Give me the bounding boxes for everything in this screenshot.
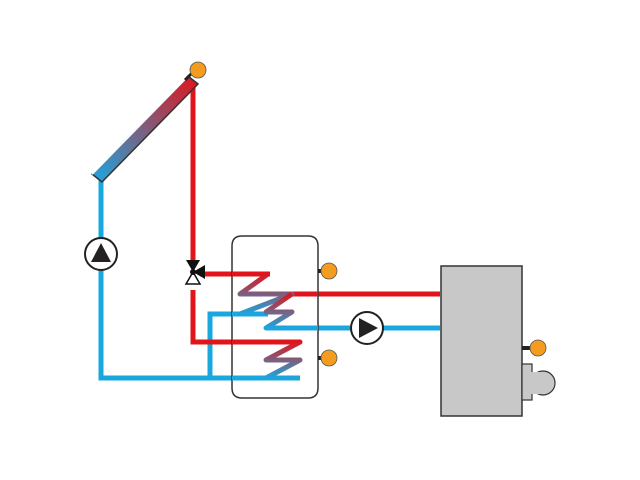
tank-top-sensor — [318, 262, 338, 280]
three-way-valve — [184, 260, 205, 285]
boiler-sensor — [522, 339, 547, 357]
storage-tank — [231, 235, 319, 399]
solar-collector — [90, 74, 200, 184]
pump-arrow-icon — [91, 243, 111, 262]
boiler-circuit-pump — [350, 311, 384, 345]
pump-arrow-icon — [359, 318, 378, 338]
boiler — [440, 265, 556, 417]
solar-circuit-pump — [84, 237, 118, 271]
tank-bottom-sensor — [318, 349, 338, 367]
lower-heat-exchanger-coil — [263, 339, 303, 381]
boiler-heat-exchanger-coil — [263, 291, 295, 331]
collector-sensor — [183, 61, 207, 82]
